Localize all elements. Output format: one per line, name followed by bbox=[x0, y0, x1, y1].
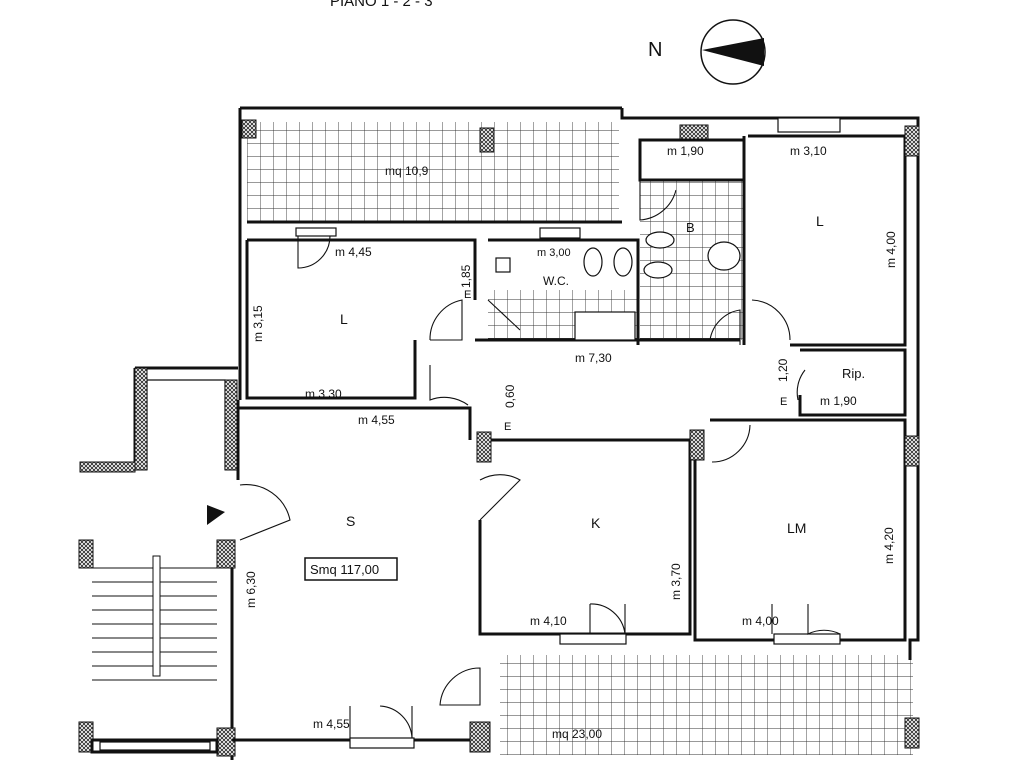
dim-4-20: m 4,20 bbox=[882, 527, 896, 564]
room-bedroom-right: L bbox=[816, 213, 824, 229]
entry-inner-walls bbox=[146, 379, 226, 470]
dim-4-00-right: m 4,00 bbox=[884, 231, 898, 268]
balcony-top-area: mq 10,9 bbox=[385, 164, 429, 178]
marker-e-1: E bbox=[464, 289, 471, 301]
dim-3-10: m 3,10 bbox=[790, 144, 827, 158]
room-living-room: S bbox=[346, 513, 355, 529]
column-hatch-top-right bbox=[904, 125, 920, 157]
column-hatch-top-bath bbox=[679, 124, 709, 140]
floor-label: PIANO 1 - 2 - 3 bbox=[330, 0, 433, 10]
dim-4-55: m 4,55 bbox=[358, 413, 395, 427]
total-area: Smq 117,00 bbox=[310, 562, 379, 577]
column-hatch-bottom-right bbox=[904, 717, 920, 749]
bidet-icon bbox=[645, 231, 675, 249]
outer-wall-top bbox=[240, 106, 920, 340]
column-hatch-bottom-left bbox=[78, 721, 94, 753]
dim-0-60: 0,60 bbox=[503, 384, 517, 408]
room-bathroom: B bbox=[686, 220, 695, 235]
dim-3-15: m 3,15 bbox=[251, 305, 265, 342]
room-living-left: L bbox=[340, 311, 348, 327]
balcony-top bbox=[247, 122, 619, 222]
dim-7-30: m 7,30 bbox=[575, 351, 612, 365]
room-kitchen: K bbox=[591, 515, 601, 531]
column-hatch-top-left bbox=[241, 119, 257, 139]
marker-e-3: E bbox=[504, 421, 511, 433]
toilet-icon bbox=[643, 261, 673, 279]
dim-4-45: m 4,45 bbox=[335, 245, 372, 259]
entry-wall-hatch bbox=[79, 461, 136, 473]
room-wc: W.C. bbox=[543, 274, 569, 288]
outer-wall-right bbox=[908, 340, 920, 660]
shower-icon bbox=[574, 311, 636, 341]
wc-fixture-icon bbox=[495, 257, 511, 273]
entry-walls bbox=[80, 366, 238, 472]
dim-3-30: m 3,30 bbox=[305, 387, 342, 401]
marker-e-2: E bbox=[780, 396, 787, 408]
compass: N bbox=[648, 19, 766, 85]
north-arrow-icon bbox=[702, 38, 764, 66]
column-hatch-stair bbox=[216, 539, 236, 569]
column-hatch-kitchen bbox=[689, 429, 705, 461]
dim-1-85: 1,85 bbox=[459, 264, 473, 288]
dim-3-70: m 3,70 bbox=[669, 563, 683, 600]
dim-4-10: m 4,10 bbox=[530, 614, 567, 628]
windows bbox=[99, 117, 841, 751]
entrance-arrow-icon bbox=[207, 505, 225, 525]
column-hatch-entry bbox=[224, 379, 238, 471]
column-hatch-left bbox=[134, 367, 148, 471]
dim-6-30: m 6,30 bbox=[244, 571, 258, 608]
bathroom-fixtures bbox=[495, 231, 741, 341]
dim-1-90-top: m 1,90 bbox=[667, 144, 704, 158]
room-master-bedroom: LM bbox=[787, 520, 806, 536]
wc-toilet-icon bbox=[583, 247, 603, 277]
dim-1-90-rip: m 1,90 bbox=[820, 394, 857, 408]
column-hatch-bottom-mid bbox=[469, 721, 491, 753]
total-area-box bbox=[304, 557, 398, 581]
dim-4-55-bottom: m 4,55 bbox=[313, 717, 350, 731]
column-hatch-center bbox=[476, 431, 492, 463]
stair-handrail bbox=[152, 555, 161, 677]
room-storage: Rip. bbox=[842, 366, 865, 381]
outer-wall-left-lower bbox=[230, 400, 240, 760]
column-hatch-top-mid bbox=[479, 127, 495, 153]
column-hatch-right bbox=[904, 435, 920, 467]
sink-icon bbox=[707, 241, 741, 271]
column-hatch-bottom bbox=[216, 727, 236, 757]
dim-4-00-bottom: m 4,00 bbox=[742, 614, 779, 628]
balcony-bottom bbox=[500, 655, 913, 755]
dim-3-00: m 3,00 bbox=[537, 247, 571, 259]
doors bbox=[239, 180, 841, 739]
dim-1-20: 1,20 bbox=[776, 358, 790, 382]
balcony-bottom-area: mq 23,00 bbox=[552, 727, 602, 741]
column-hatch-stair-left bbox=[78, 539, 94, 569]
wc-bidet-icon bbox=[613, 247, 633, 277]
north-label: N bbox=[648, 39, 662, 61]
interior-walls bbox=[90, 134, 907, 754]
